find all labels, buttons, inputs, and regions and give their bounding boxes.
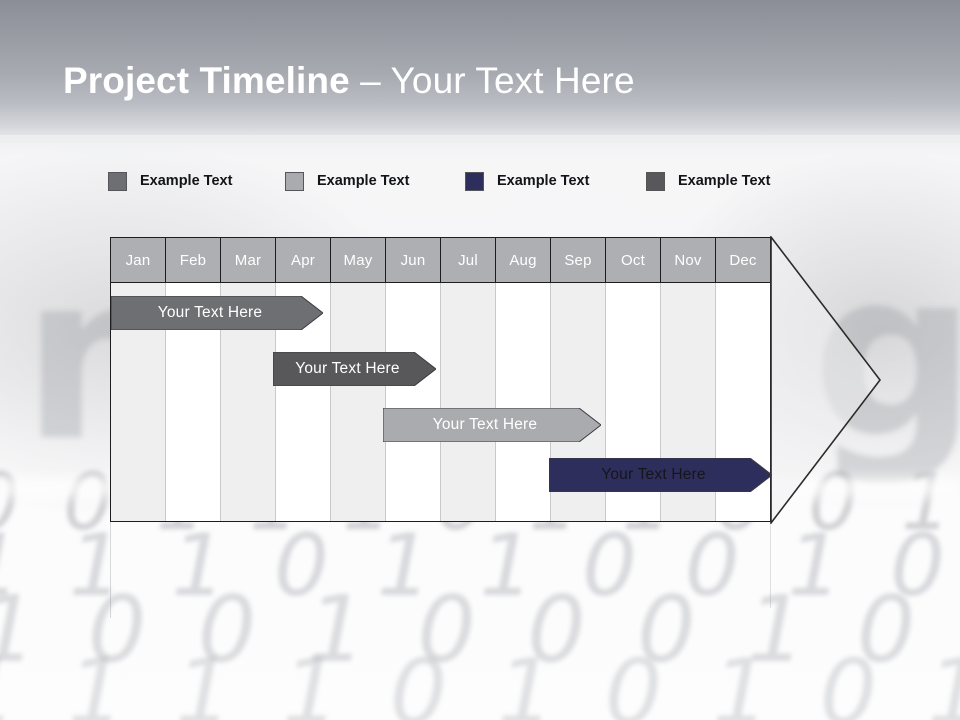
- legend-item[interactable]: Example Text: [465, 168, 589, 194]
- month-header-jul[interactable]: Jul: [441, 238, 496, 282]
- legend-item-label: Example Text: [678, 173, 771, 189]
- timeline-column: [111, 238, 166, 521]
- legend-item-label: Example Text: [497, 173, 590, 189]
- month-header-nov[interactable]: Nov: [661, 238, 716, 282]
- timeline-bar[interactable]: Your Text Here: [273, 352, 436, 386]
- timeline-arrowhead: [770, 234, 882, 526]
- timeline-bar-label: Your Text Here: [157, 304, 263, 321]
- guide-line-right: [770, 522, 771, 608]
- background-binary-row: 1 1 1 0 1 1 0 0 1 0 1 1 1 0 0 1 0 1: [0, 516, 960, 616]
- background-binary-row: 1 1 1 1 0 1 0 1 0 1 1 1 0 0 1 0 1 1: [0, 640, 960, 720]
- month-header-feb[interactable]: Feb: [166, 238, 221, 282]
- legend-item[interactable]: Example Text: [646, 168, 770, 194]
- legend-item[interactable]: Example Text: [108, 168, 232, 194]
- month-header-may[interactable]: May: [331, 238, 386, 282]
- page-title-rest: – Your Text Here: [349, 60, 635, 101]
- timeline-column: [496, 238, 551, 521]
- legend-swatch-icon: [108, 171, 127, 191]
- page-title-bold: Project Timeline: [63, 60, 350, 101]
- month-header-sep[interactable]: Sep: [551, 238, 606, 282]
- title-band: [0, 0, 960, 157]
- timeline-bar[interactable]: Your Text Here: [549, 458, 772, 492]
- legend-swatch-icon: [646, 171, 665, 191]
- month-header-mar[interactable]: Mar: [221, 238, 276, 282]
- legend-item[interactable]: Example Text: [285, 168, 409, 194]
- timeline-column: [221, 238, 276, 521]
- page-title: Project Timeline – Your Text Here: [63, 58, 635, 104]
- timeline-bar-shape: [549, 458, 772, 492]
- legend: Example Text Example Text Example Text Exam…: [108, 168, 808, 196]
- legend-item-label: Example Text: [140, 173, 233, 189]
- timeline-bar-shape: [273, 352, 436, 386]
- timeline-column: [441, 238, 496, 521]
- timeline-column: [166, 238, 221, 521]
- legend-item-label: Example Text: [317, 173, 410, 189]
- month-header-oct[interactable]: Oct: [606, 238, 661, 282]
- legend-swatch-icon: [285, 171, 304, 191]
- timeline-bar[interactable]: Your Text Here: [383, 408, 601, 442]
- timeline-bar-label: Your Text Here: [601, 466, 706, 483]
- timeline-bar[interactable]: Your Text Here: [111, 296, 323, 330]
- month-header-jun[interactable]: Jun: [386, 238, 441, 282]
- legend-swatch-icon: [465, 171, 484, 191]
- background-binary-row: 1 0 0 1 0 0 0 1 0 0 1 0 0 0 0 1 0 1: [0, 576, 960, 683]
- month-header-apr[interactable]: Apr: [276, 238, 331, 282]
- timeline-bar-shape: [111, 296, 323, 330]
- guide-line-left: [110, 522, 111, 618]
- month-header-dec[interactable]: Dec: [716, 238, 770, 282]
- timeline-bar-label: Your Text Here: [295, 360, 400, 377]
- month-header-aug[interactable]: Aug: [496, 238, 551, 282]
- timeline-bar-shape: [383, 408, 601, 442]
- timeline-bar-label: Your Text Here: [432, 416, 538, 433]
- month-header-jan[interactable]: Jan: [111, 238, 166, 282]
